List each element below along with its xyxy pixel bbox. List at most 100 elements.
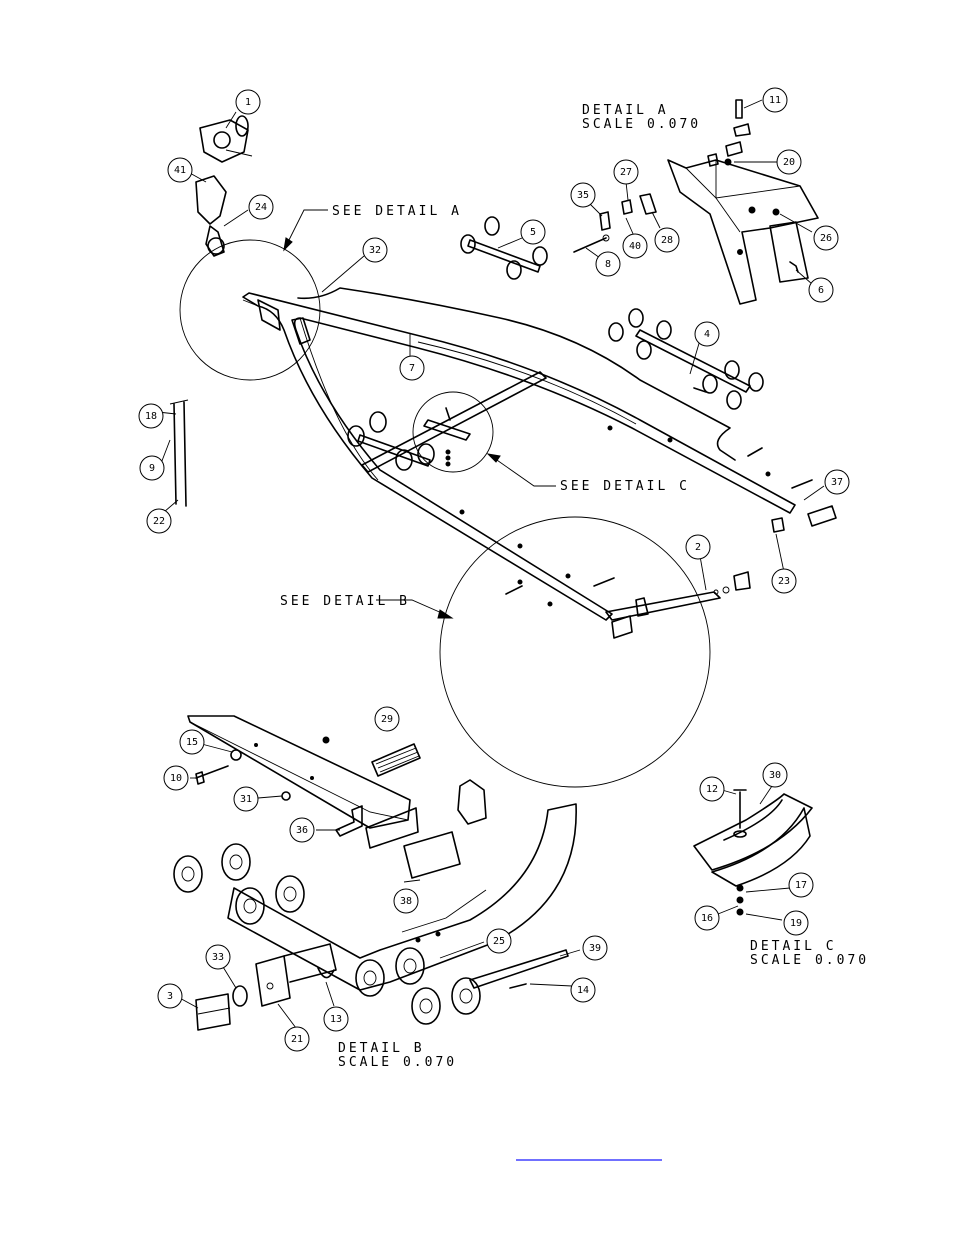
callout-number: 39 (589, 943, 601, 954)
callout-number: 1 (245, 97, 251, 108)
detail-b-title: DETAIL B (338, 1041, 425, 1056)
callout-number: 3 (167, 991, 173, 1002)
see-detail-leaders (283, 209, 556, 619)
callout-circle (762, 762, 788, 788)
callout-1: 1 (235, 89, 261, 115)
callout-number: 22 (153, 516, 165, 527)
callout-number: 7 (409, 363, 415, 374)
callout-circle (622, 233, 648, 259)
callout-8: 8 (595, 251, 621, 277)
roller-assembly-4 (608, 308, 764, 410)
callout-2: 2 (685, 534, 711, 560)
callout-32: 32 (362, 237, 388, 263)
callout-number: 15 (186, 737, 198, 748)
detail-c-circle (412, 391, 494, 473)
detail-b-assembly (173, 715, 577, 1031)
callout-circle (399, 355, 425, 381)
callout-circle (393, 888, 419, 914)
callout-circle (783, 910, 809, 936)
callout-7: 7 (399, 355, 425, 381)
callout-circle (654, 227, 680, 253)
callout-circle (771, 568, 797, 594)
callout-11: 11 (762, 87, 788, 113)
callout-circle (362, 237, 388, 263)
callout-20: 20 (776, 149, 802, 175)
callout-circle (570, 182, 596, 208)
callout-27: 27 (613, 159, 639, 185)
callout-circle (808, 277, 834, 303)
callouts-layer: 1412432754352740288112026618922372322915… (138, 87, 850, 1052)
callout-6: 6 (808, 277, 834, 303)
callout-circle (762, 87, 788, 113)
callout-28: 28 (654, 227, 680, 253)
callout-circle (570, 977, 596, 1003)
callout-4: 4 (694, 321, 720, 347)
detail-a-scale: SCALE 0.070 (582, 117, 701, 132)
see-detail-c-label: SEE DETAIL C (560, 479, 690, 494)
detail-c-scale: SCALE 0.070 (750, 953, 869, 968)
callout-number: 32 (369, 245, 381, 256)
callout-number: 12 (706, 784, 718, 795)
callout-circle (694, 905, 720, 931)
callout-39: 39 (582, 935, 608, 961)
callout-number: 41 (174, 165, 186, 176)
callout-circle (486, 928, 512, 954)
callout-circle (595, 251, 621, 277)
callout-3: 3 (157, 983, 183, 1009)
trailer-frame (242, 287, 837, 639)
callout-circle (520, 219, 546, 245)
callout-number: 10 (170, 773, 182, 784)
callout-circle (813, 225, 839, 251)
callout-number: 13 (330, 1014, 342, 1025)
callout-number: 31 (240, 794, 252, 805)
callout-circle (694, 321, 720, 347)
callout-16: 16 (694, 905, 720, 931)
roller-set-front (347, 407, 471, 471)
callout-19: 19 (783, 910, 809, 936)
callout-number: 40 (629, 241, 641, 252)
callout-26: 26 (813, 225, 839, 251)
callout-37: 37 (824, 469, 850, 495)
callout-number: 24 (255, 202, 267, 213)
callout-number: 21 (291, 1034, 303, 1045)
callout-21: 21 (284, 1026, 310, 1052)
callout-33: 33 (205, 944, 231, 970)
callout-18: 18 (138, 403, 164, 429)
callout-circle (289, 817, 315, 843)
callout-number: 11 (769, 95, 781, 106)
callout-circle (146, 508, 172, 534)
see-detail-b-label: SEE DETAIL B (280, 594, 410, 609)
callout-24: 24 (248, 194, 274, 220)
callout-25: 25 (486, 928, 512, 954)
callout-number: 25 (493, 936, 505, 947)
callout-number: 9 (149, 463, 155, 474)
callout-circle (824, 469, 850, 495)
callout-circle (139, 455, 165, 481)
callout-number: 5 (530, 227, 536, 238)
callout-number: 38 (400, 896, 412, 907)
callout-circle (776, 149, 802, 175)
callout-circle (138, 403, 164, 429)
callout-13: 13 (323, 1006, 349, 1032)
callout-9: 9 (139, 455, 165, 481)
callout-number: 26 (820, 233, 832, 244)
callout-number: 30 (769, 770, 781, 781)
callout-circle (699, 776, 725, 802)
detail-c-assembly (693, 789, 813, 916)
detail-a-tongue (573, 99, 819, 305)
callout-17: 17 (788, 872, 814, 898)
tie-down-straps (169, 399, 189, 507)
callout-number: 17 (795, 880, 807, 891)
callout-41: 41 (167, 157, 193, 183)
detail-b-circle (439, 516, 711, 788)
callout-circle (248, 194, 274, 220)
leader-lines (157, 99, 825, 1029)
see-detail-a-label: SEE DETAIL A (332, 204, 462, 219)
callout-circle (323, 1006, 349, 1032)
callout-36: 36 (289, 817, 315, 843)
callout-number: 16 (701, 913, 713, 924)
callout-circle (233, 786, 259, 812)
callout-30: 30 (762, 762, 788, 788)
